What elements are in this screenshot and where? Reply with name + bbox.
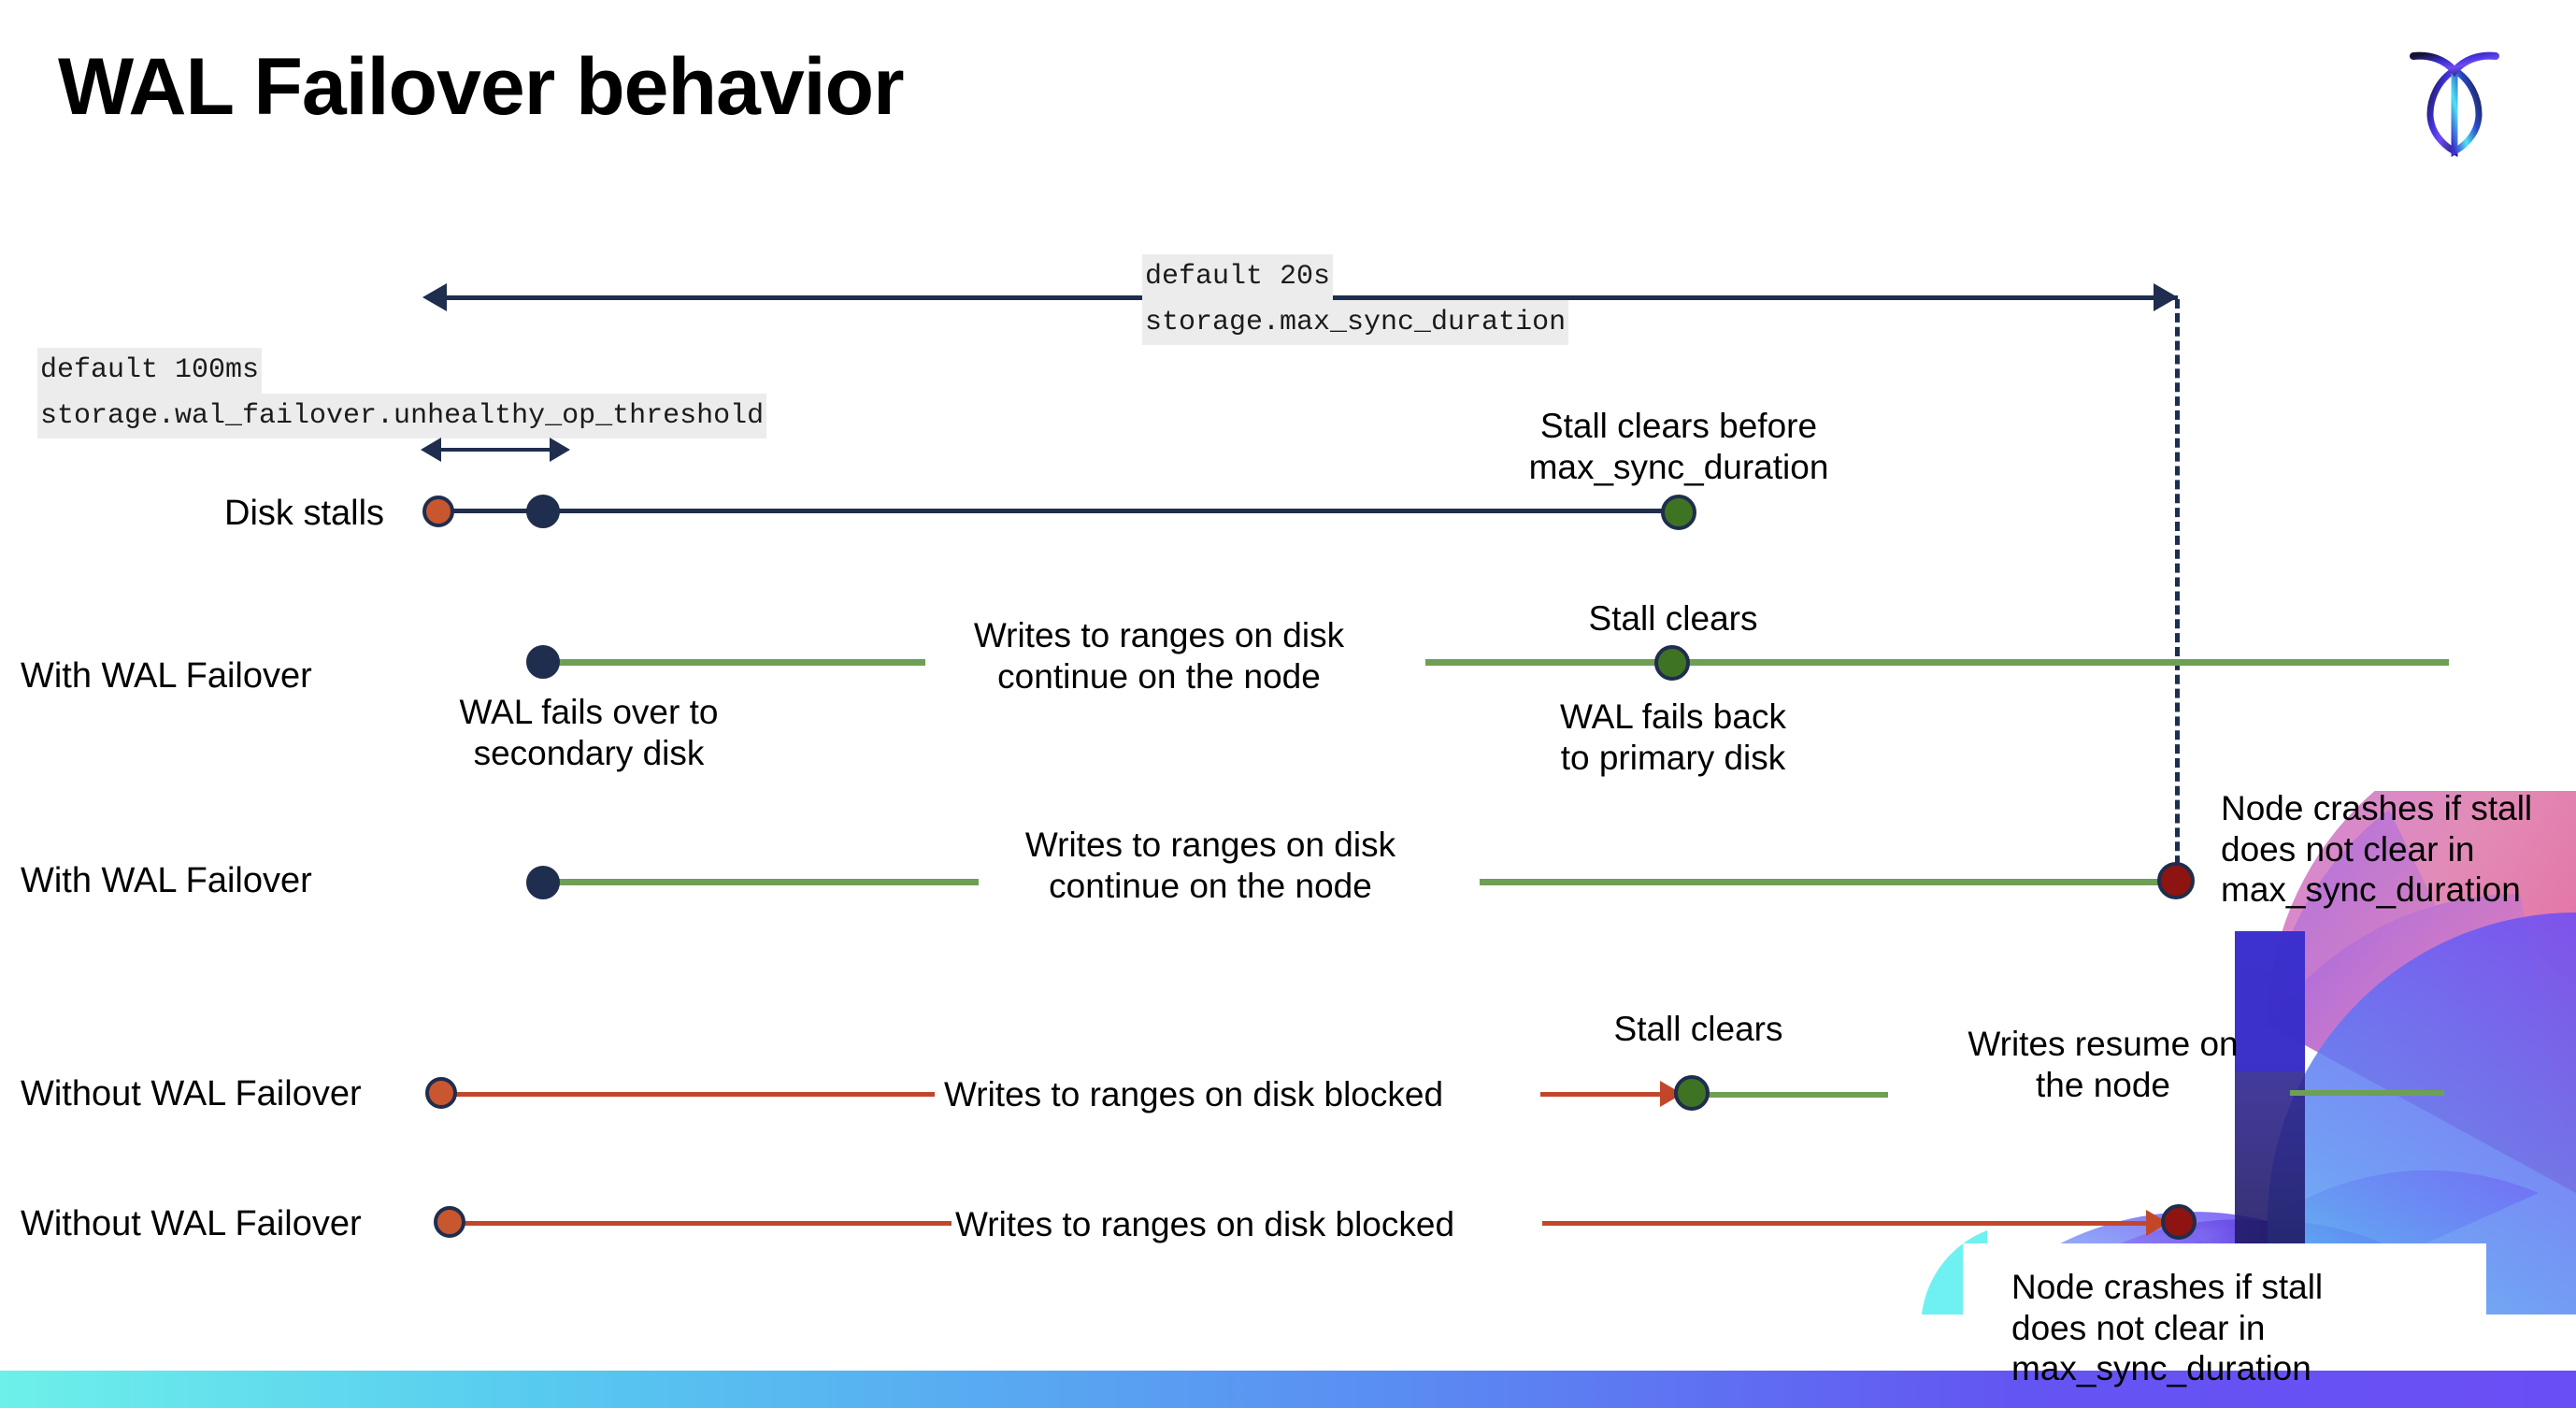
- note-line-1: Writes to ranges on disk: [973, 616, 1345, 654]
- note-stall-clears-before-max-sync: Stall clears before max_sync_duration: [1492, 406, 1866, 487]
- note-line-3: max_sync_duration: [2221, 870, 2521, 910]
- max-sync-duration-setting: default 20s storage.max_sync_duration: [1142, 254, 1569, 345]
- note-writes-continue-2: Writes to ranges on disk continue on the…: [991, 825, 1430, 906]
- max-sync-default-label: default 20s: [1142, 254, 1334, 300]
- note-line-1: Writes to ranges on disk: [1024, 826, 1396, 864]
- without-wal-failover-2-line-left: [456, 1221, 952, 1226]
- with-wal-failover-2-line-right: [1480, 879, 2171, 885]
- note-line-2: continue on the node: [1049, 866, 1372, 905]
- max-sync-span-arrow-right: [2154, 283, 2178, 311]
- disk-stall-failover-dot: [526, 495, 560, 528]
- without-wal-failover-1-line-green-far: [2290, 1090, 2444, 1096]
- bottom-gradient-bar: [0, 1371, 2576, 1408]
- note-line-1: Node crashes if stall: [2011, 1268, 2324, 1306]
- note-line-2: the node: [2035, 1065, 2171, 1104]
- note-writes-resume: Writes resume on the node: [1916, 1024, 2290, 1105]
- disk-stall-clear-dot: [1661, 495, 1696, 530]
- with-wal-failover-2-line-left: [542, 879, 979, 885]
- disk-stall-start-dot: [422, 496, 454, 527]
- unhealthy-op-span-line: [439, 448, 551, 452]
- note-line-2: does not clear in: [2011, 1308, 2266, 1347]
- with-wal-failover-1-failover-dot: [526, 645, 560, 679]
- note-node-crashes-2: Node crashes if stall does not clear in …: [2011, 1267, 2404, 1389]
- unhealthy-op-threshold-setting: default 100ms storage.wal_failover.unhea…: [37, 348, 767, 438]
- row-label-without-wal-failover-2: Without WAL Failover: [21, 1204, 362, 1243]
- note-line-2: secondary disk: [473, 733, 705, 772]
- note-node-crashes-1: Node crashes if stall does not clear in …: [2221, 788, 2576, 911]
- row-label-with-wal-failover-2: With WAL Failover: [21, 861, 312, 900]
- cockroach-labs-logo-icon: [2389, 28, 2520, 159]
- note-writes-blocked-2: Writes to ranges on disk blocked: [955, 1205, 1455, 1243]
- note-line-1: WAL fails back: [1560, 697, 1786, 736]
- page-title: WAL Failover behavior: [58, 42, 905, 132]
- without-wal-failover-2-crash-dot: [2161, 1204, 2197, 1240]
- max-sync-dashed-dropline: [2175, 299, 2180, 879]
- without-wal-failover-1-stall-clear-dot: [1674, 1075, 1710, 1111]
- without-wal-failover-1-start-dot: [425, 1077, 457, 1109]
- note-line-1: Node crashes if stall: [2221, 789, 2533, 827]
- unhealthy-op-setting-name: storage.wal_failover.unhealthy_op_thresh…: [37, 393, 767, 438]
- note-line-1: WAL fails over to: [459, 693, 719, 731]
- note-writes-continue-1: Writes to ranges on disk continue on the…: [935, 615, 1383, 697]
- unhealthy-op-arrow-left: [421, 438, 441, 462]
- note-wal-fails-back: WAL fails back to primary disk: [1486, 697, 1860, 778]
- max-sync-span-arrow-left: [422, 283, 447, 311]
- with-wal-failover-2-crash-dot: [2157, 862, 2195, 899]
- with-wal-failover-2-failover-dot: [526, 866, 560, 899]
- without-wal-failover-1-line-green: [1701, 1092, 1888, 1098]
- note-writes-blocked-1: Writes to ranges on disk blocked: [944, 1075, 1444, 1113]
- max-sync-setting-name: storage.max_sync_duration: [1142, 299, 1569, 345]
- unhealthy-op-default-label: default 100ms: [37, 348, 263, 394]
- without-wal-failover-2-line-right: [1542, 1221, 2161, 1226]
- unhealthy-op-arrow-right: [550, 438, 570, 462]
- note-stall-clears-1: Stall clears: [1588, 599, 1758, 638]
- note-wal-fails-over: WAL fails over to secondary disk: [402, 692, 776, 773]
- disk-stalls-line: [437, 509, 1681, 513]
- without-wal-failover-2-start-dot: [434, 1206, 465, 1238]
- with-wal-failover-1-line-left: [542, 659, 925, 666]
- note-line-1: Writes resume on: [1968, 1025, 2239, 1063]
- with-wal-failover-1-line-right: [1425, 659, 2449, 666]
- note-line-2: max_sync_duration: [1528, 447, 1829, 486]
- note-line-2: continue on the node: [997, 656, 1321, 696]
- note-line-1: Stall clears before: [1539, 407, 1818, 445]
- note-line-2: does not clear in: [2221, 829, 2475, 869]
- without-wal-failover-1-line-mid: [1540, 1092, 1664, 1097]
- with-wal-failover-1-stall-clear-dot: [1654, 645, 1690, 681]
- note-line-3: max_sync_duration: [2011, 1349, 2311, 1388]
- row-label-disk-stalls: Disk stalls: [224, 494, 385, 533]
- without-wal-failover-1-line-left: [449, 1092, 935, 1097]
- row-label-with-wal-failover-1: With WAL Failover: [21, 656, 312, 696]
- row-label-without-wal-failover-1: Without WAL Failover: [21, 1074, 362, 1113]
- note-line-2: to primary disk: [1560, 738, 1786, 777]
- note-stall-clears-2: Stall clears: [1613, 1010, 1783, 1048]
